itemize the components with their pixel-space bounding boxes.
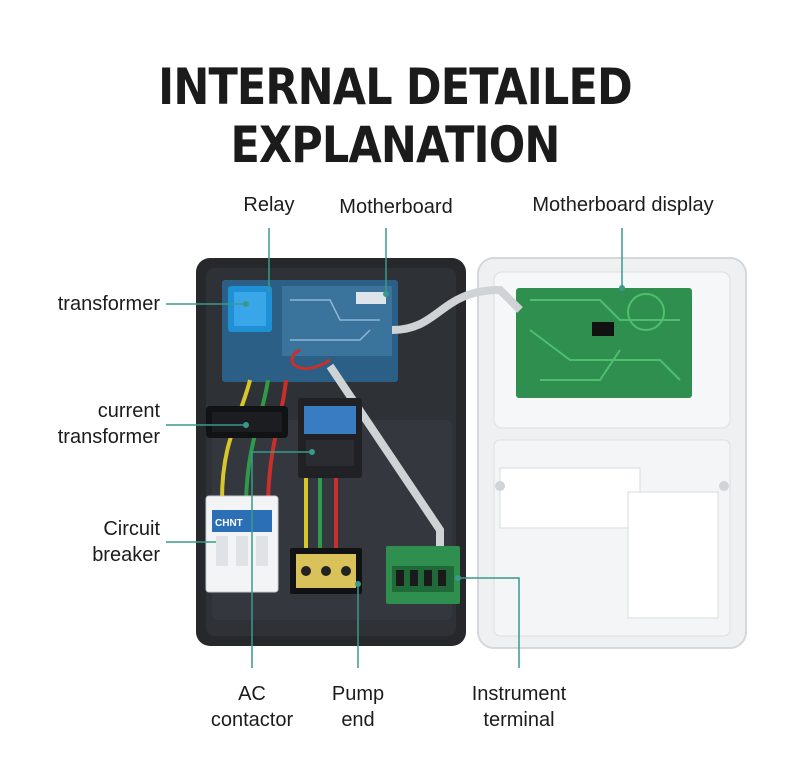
label-pump-end-line-1: Pump bbox=[331, 683, 385, 705]
leader-instrument bbox=[458, 577, 520, 668]
label-circuit-breaker: Circuit breaker bbox=[20, 516, 160, 568]
breaker-brand: CHNT bbox=[215, 518, 243, 529]
label-instrument-terminal-line-1: Instrument bbox=[471, 683, 567, 705]
label-instrument-terminal-line-2: terminal bbox=[483, 709, 555, 731]
label-instrument-terminal: Instrument terminal bbox=[449, 681, 589, 733]
label-ac-contactor: AC contactor bbox=[192, 681, 312, 733]
label-current-transformer: current transformer bbox=[20, 398, 160, 450]
label-ac-contactor-line-1: AC bbox=[238, 683, 266, 705]
label-motherboard-display: Motherboard display bbox=[532, 194, 714, 216]
label-pump-end: Pump end bbox=[318, 681, 398, 733]
label-motherboard: Motherboard bbox=[339, 196, 453, 218]
label-transformer: transformer bbox=[57, 293, 160, 315]
label-circuit-breaker-line-2: breaker bbox=[92, 544, 160, 566]
label-pump-end-line-2: end bbox=[341, 709, 375, 731]
display-pcb bbox=[516, 288, 692, 398]
page-title: INTERNAL DETAILED EXPLANATION bbox=[158, 58, 632, 174]
label-current-transformer-line-1: current bbox=[97, 400, 160, 422]
label-relay: Relay bbox=[243, 194, 295, 216]
label-ac-contactor-line-2: contactor bbox=[210, 709, 294, 731]
label-circuit-breaker-line-1: Circuit bbox=[103, 518, 160, 540]
leader-ac-contactor bbox=[251, 451, 312, 668]
label-current-transformer-line-2: transformer bbox=[57, 426, 160, 448]
